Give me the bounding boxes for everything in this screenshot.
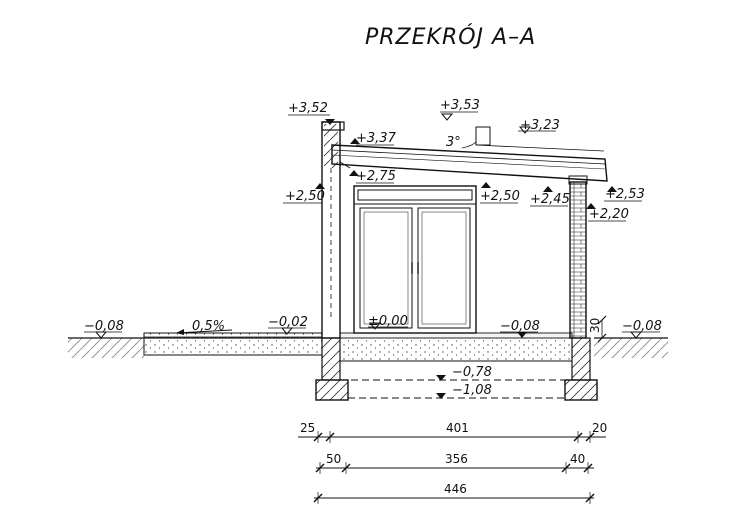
roof-slope-label: 3°	[446, 135, 461, 150]
dim-interior: 401	[446, 421, 469, 435]
dim-clear-span: 356	[445, 452, 468, 466]
glazed-door	[353, 185, 477, 334]
left-foundation	[315, 337, 349, 401]
left-wall	[321, 121, 341, 339]
side-dimension: 30	[588, 315, 607, 343]
level-roof-peak: +3,53	[440, 98, 480, 113]
floor-slab	[339, 332, 573, 362]
level-roof-rear: +3,23	[520, 118, 560, 133]
level-markers	[94, 113, 643, 399]
level-beam-bottom: +2,75	[356, 169, 396, 184]
level-right-wall-top: +2,45	[530, 192, 570, 207]
terrace-slope-label: 0,5%	[192, 319, 225, 334]
dimension-row-1: 25 401 20	[298, 421, 607, 443]
level-foundation-bottom: −1,08	[452, 383, 492, 398]
section-title: PRZEKRÓJ A–A	[365, 24, 536, 50]
level-foundation-top: −0,78	[452, 365, 492, 380]
dimension-row-2: 50 356 40	[315, 452, 594, 474]
right-wall	[568, 175, 588, 339]
roof	[331, 126, 608, 182]
dim-right-foundation: 40	[570, 452, 585, 466]
level-right-eave: +2,53	[605, 187, 645, 202]
dim-total: 446	[444, 482, 467, 496]
level-right-lintel: +2,20	[589, 207, 629, 222]
dim-left-foundation: 50	[326, 452, 341, 466]
level-inner-step: −0,08	[500, 319, 540, 334]
ground	[68, 337, 668, 358]
level-terrace: −0,02	[268, 315, 308, 330]
dimension-row-3: 446	[313, 482, 595, 504]
level-floor-zero: ±0,00	[368, 314, 408, 329]
level-ceiling-top: +3,37	[356, 131, 397, 146]
level-left-lintel: +2,50	[285, 189, 325, 204]
level-mid-lintel: +2,50	[480, 189, 520, 204]
level-ground-left: −0,08	[84, 319, 124, 334]
terrace-slab	[143, 332, 323, 356]
level-ground-right: −0,08	[622, 319, 662, 334]
dim-right-wall: 20	[592, 421, 607, 435]
level-parapet-top: +3,52	[288, 101, 328, 116]
side-dimension-label: 30	[588, 318, 602, 333]
dim-left-wall: 25	[300, 421, 315, 435]
